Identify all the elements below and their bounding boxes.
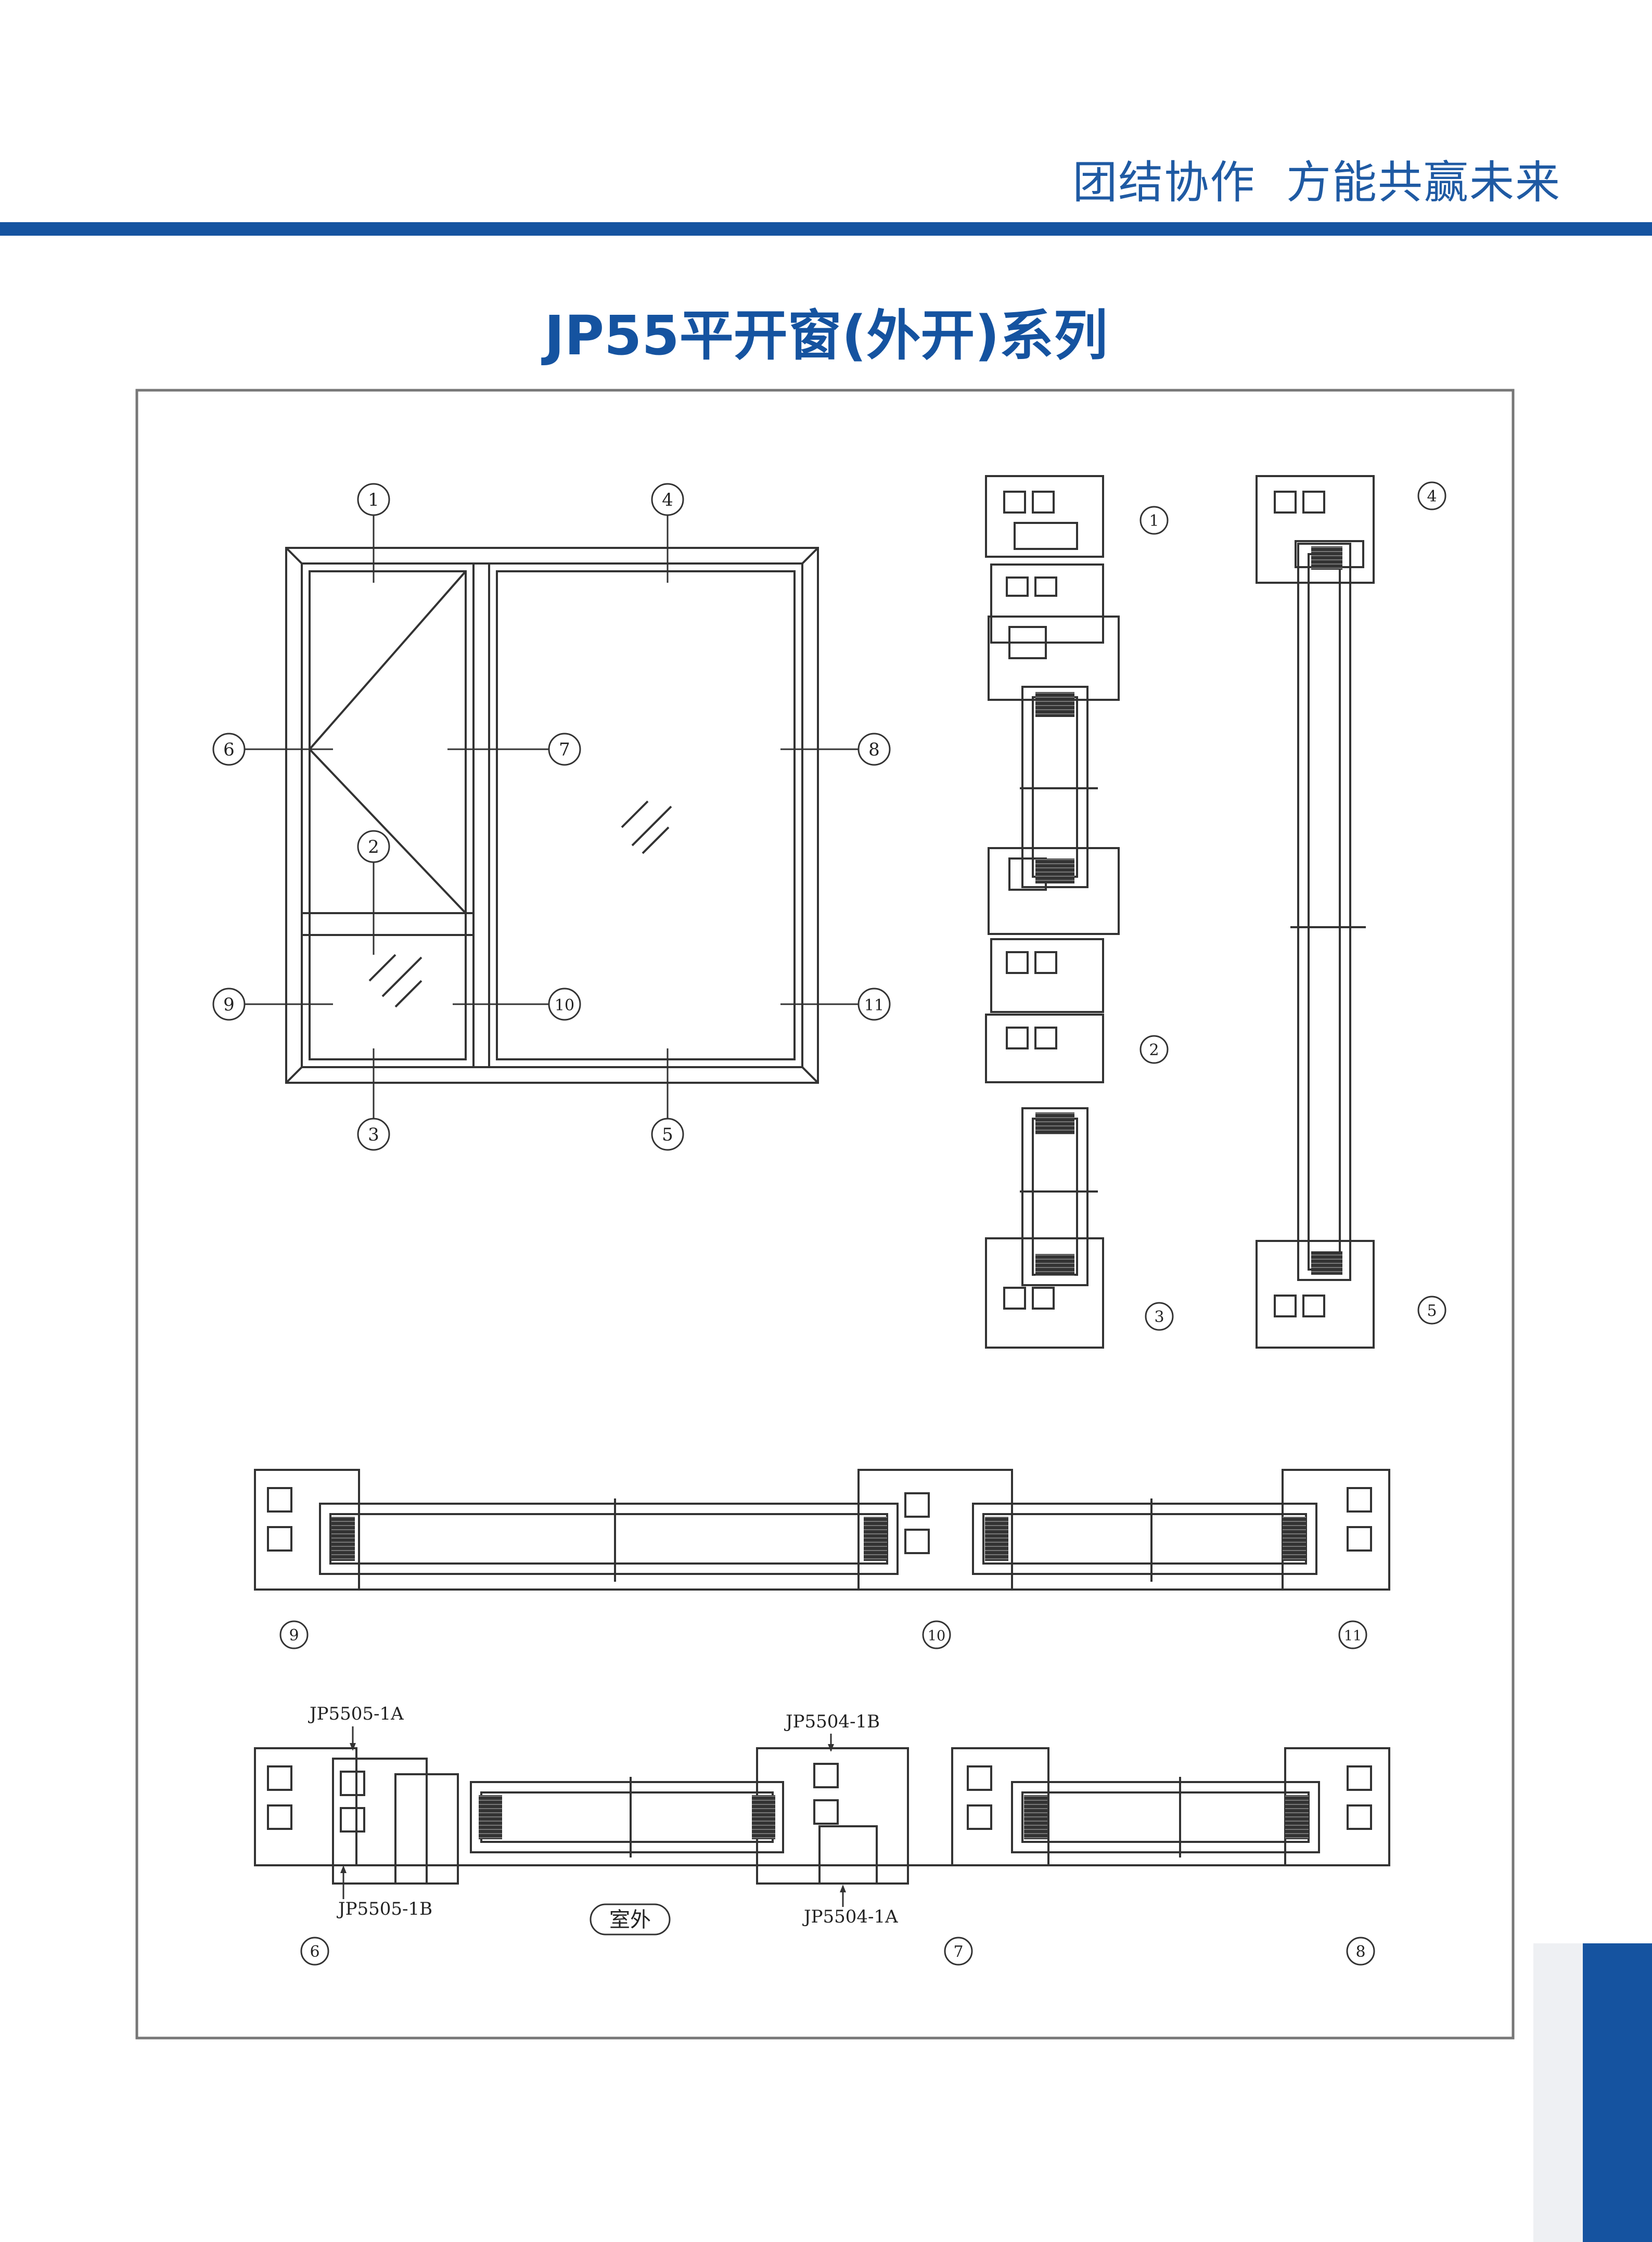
svg-text:7: 7 xyxy=(559,739,570,760)
drawing-border xyxy=(135,389,1515,2040)
label-jp5505-1a: JP5505-1A xyxy=(308,1703,404,1724)
elevation-callouts: 1 4 6 7 8 2 9 10 11 3 5 xyxy=(212,483,891,1151)
callout-2: 2 xyxy=(357,830,390,863)
callout-section-11: 11 xyxy=(1338,1620,1367,1649)
vertical-section-right xyxy=(1256,475,1375,1349)
callout-9: 9 xyxy=(212,988,246,1021)
callout-1: 1 xyxy=(357,483,390,516)
svg-text:1: 1 xyxy=(1149,512,1159,530)
vertical-section-right-callouts: 4 5 xyxy=(1417,481,1446,1325)
svg-text:3: 3 xyxy=(368,1124,379,1145)
horizontal-section-1-callouts: 9 10 11 xyxy=(279,1620,1367,1649)
callout-5: 5 xyxy=(651,1118,684,1151)
svg-text:5: 5 xyxy=(1427,1302,1437,1320)
label-jp5505-1b: JP5505-1B xyxy=(337,1899,432,1919)
svg-text:11: 11 xyxy=(1344,1628,1362,1644)
callout-section-7: 7 xyxy=(944,1937,973,1966)
horizontal-section-2-hatch xyxy=(479,1795,1309,1839)
side-tab-dark xyxy=(1583,1943,1652,2242)
callout-section-10: 10 xyxy=(922,1620,951,1649)
callout-section-6: 6 xyxy=(300,1937,329,1966)
callout-section-5: 5 xyxy=(1417,1296,1446,1325)
leader-lines xyxy=(241,513,859,1119)
svg-text:4: 4 xyxy=(1427,488,1437,506)
callout-section-3: 3 xyxy=(1145,1302,1174,1331)
callout-6: 6 xyxy=(212,733,246,766)
svg-text:2: 2 xyxy=(1149,1041,1159,1059)
label-jp5504-1a: JP5504-1A xyxy=(802,1906,898,1927)
horizontal-section-1-hatch xyxy=(331,1517,1306,1561)
svg-text:8: 8 xyxy=(1355,1943,1365,1961)
svg-text:11: 11 xyxy=(864,996,884,1015)
profile-labels: JP5505-1A JP5505-1B JP5504-1B JP5504-1A xyxy=(308,1703,898,1927)
svg-text:3: 3 xyxy=(1154,1308,1164,1326)
callout-7: 7 xyxy=(548,733,581,766)
side-tab-light xyxy=(1533,1943,1583,2242)
svg-text:10: 10 xyxy=(555,996,574,1015)
callout-4: 4 xyxy=(651,483,684,516)
vertical-section-left-hatch xyxy=(1035,692,1074,1276)
callout-8: 8 xyxy=(857,733,891,766)
svg-text:9: 9 xyxy=(223,994,235,1015)
svg-text:1: 1 xyxy=(368,490,379,510)
svg-text:7: 7 xyxy=(953,1943,963,1961)
callout-3: 3 xyxy=(357,1118,390,1151)
page-title: JP55平开窗(外开)系列 xyxy=(544,304,1108,367)
callout-10: 10 xyxy=(548,988,581,1021)
outside-label: 室外 xyxy=(590,1903,671,1936)
svg-text:8: 8 xyxy=(868,739,880,760)
svg-text:2: 2 xyxy=(368,837,379,857)
callout-section-8: 8 xyxy=(1346,1937,1375,1966)
window-elevation xyxy=(285,547,819,1084)
svg-text:6: 6 xyxy=(310,1943,319,1961)
slogan: 团结协作 方能共赢未来 xyxy=(1072,157,1561,209)
label-jp5504-1b: JP5504-1B xyxy=(784,1711,880,1732)
callout-section-1: 1 xyxy=(1139,506,1169,535)
svg-text:6: 6 xyxy=(223,739,235,760)
callout-section-2: 2 xyxy=(1139,1035,1169,1064)
svg-text:5: 5 xyxy=(662,1124,673,1145)
vertical-section-left xyxy=(985,475,1120,1349)
svg-text:9: 9 xyxy=(289,1626,299,1645)
callout-section-4: 4 xyxy=(1417,481,1446,510)
callout-11: 11 xyxy=(857,988,891,1021)
svg-text:4: 4 xyxy=(662,490,673,510)
vertical-section-right-hatch xyxy=(1311,546,1342,1275)
svg-text:10: 10 xyxy=(928,1628,945,1644)
svg-text:室外: 室外 xyxy=(609,1908,651,1932)
horizontal-section-2-callouts: 6 7 8 xyxy=(300,1937,1375,1966)
header-bar xyxy=(0,222,1652,236)
vertical-section-left-callouts: 1 2 3 xyxy=(1139,506,1174,1331)
callout-section-9: 9 xyxy=(279,1620,309,1649)
